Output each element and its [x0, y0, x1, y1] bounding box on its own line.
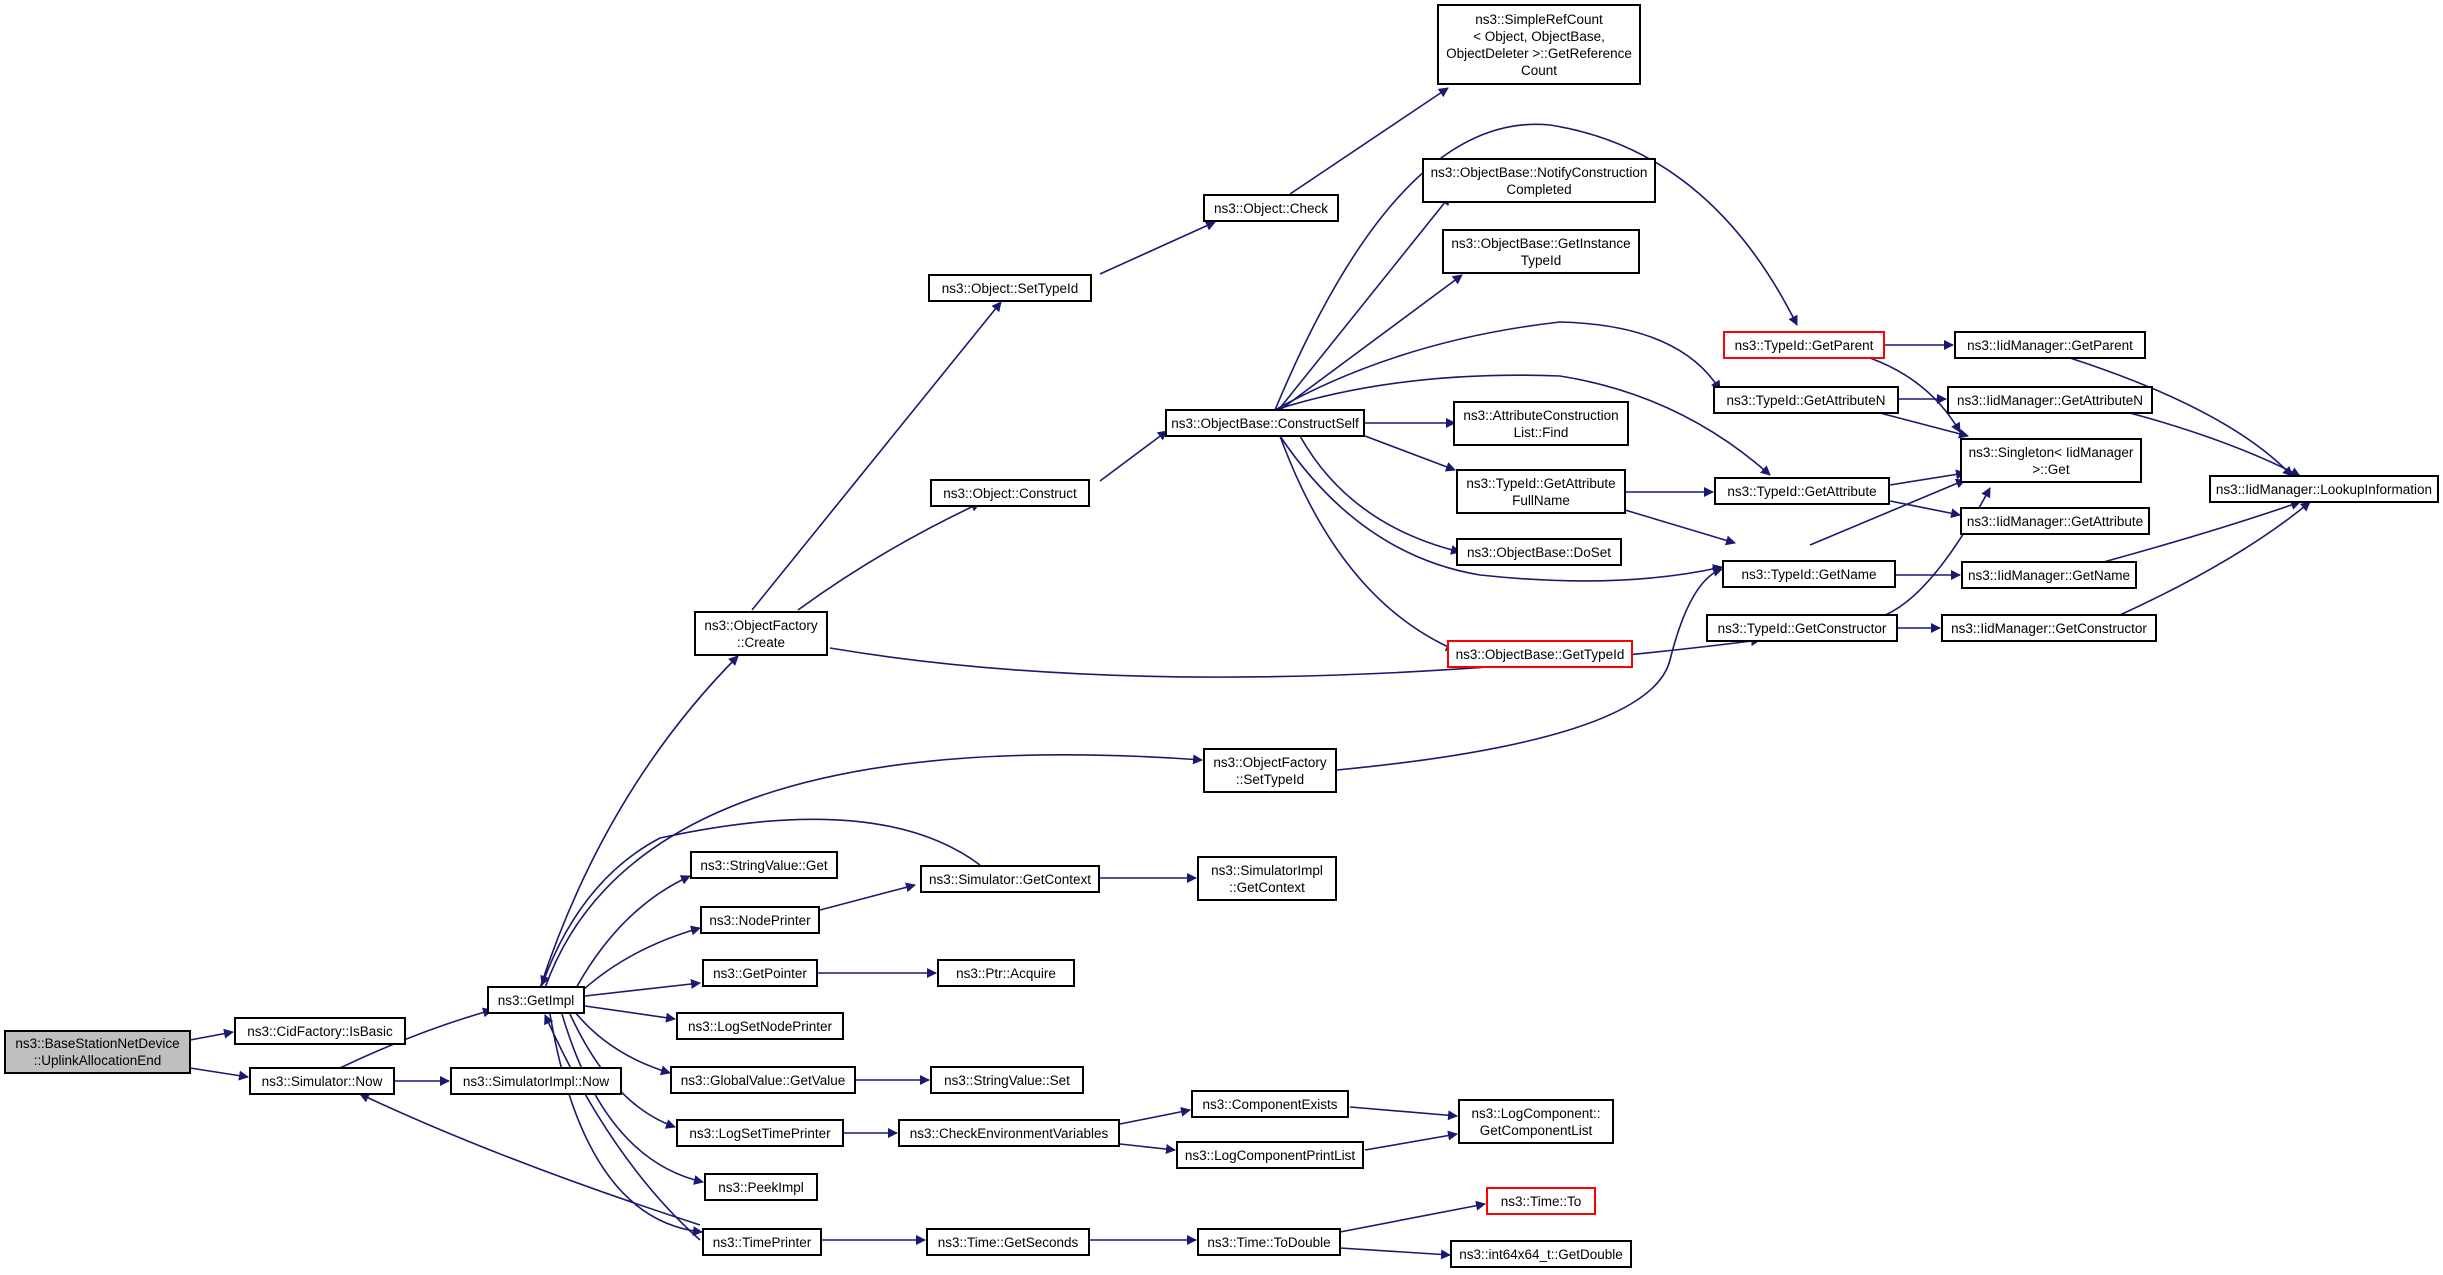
node-sim-getcontext[interactable]: ns3::Simulator::GetContext [920, 865, 1100, 893]
edge-getimpl-gv-getvalue [574, 1011, 671, 1076]
edge-checkenv-logcompprintlist [1119, 1143, 1176, 1154]
edge-tid-getname-singleton-get [1809, 478, 1966, 546]
edge-componentexists-lc-getcomplist [1349, 1106, 1458, 1121]
edge-ob-constructself-tid-getparent [1274, 123, 1798, 411]
node-acl-find[interactable]: ns3::AttributeConstruction List::Find [1453, 401, 1629, 446]
node-ob-notify[interactable]: ns3::ObjectBase::NotifyConstruction Comp… [1422, 158, 1656, 203]
node-stringvalue-get[interactable]: ns3::StringValue::Get [690, 851, 838, 879]
edge-tid-getattrfullname-tid-getname [1624, 509, 1736, 546]
node-componentexists[interactable]: ns3::ComponentExists [1191, 1090, 1349, 1118]
node-peekimpl[interactable]: ns3::PeekImpl [704, 1173, 818, 1201]
edge-ob-constructself-ob-getinstance [1279, 274, 1463, 411]
node-getpointer[interactable]: ns3::GetPointer [702, 959, 818, 987]
node-ob-constructself[interactable]: ns3::ObjectBase::ConstructSelf [1165, 409, 1365, 437]
node-tid-getattrfullname[interactable]: ns3::TypeId::GetAttribute FullName [1456, 469, 1626, 514]
edge-tid-getattributen-singleton-get [1879, 412, 1969, 439]
node-logcompprintlist[interactable]: ns3::LogComponentPrintList [1176, 1141, 1364, 1169]
edge-iid-getparent-iid-lookup [2069, 357, 2293, 477]
edge-ob-constructself-ob-gettypeid [1279, 435, 1456, 651]
node-obj-check[interactable]: ns3::Object::Check [1203, 194, 1339, 222]
edge-ob-constructself-tid-getname [1279, 435, 1723, 582]
node-cid-isbasic[interactable]: ns3::CidFactory::IsBasic [234, 1017, 406, 1045]
edge-tid-getparent-singleton-get [1869, 357, 1961, 433]
edge-getimpl-of-settypeid [544, 754, 1203, 989]
edge-root-sim-now [189, 1067, 249, 1081]
node-time-getseconds[interactable]: ns3::Time::GetSeconds [926, 1228, 1090, 1256]
edge-root-cid-isbasic [189, 1028, 234, 1041]
edge-getimpl-getpointer [584, 979, 701, 997]
node-gv-getvalue[interactable]: ns3::GlobalValue::GetValue [670, 1066, 856, 1094]
edge-ob-constructself-ob-doset [1299, 435, 1461, 555]
node-ob-getinstance[interactable]: ns3::ObjectBase::GetInstance TypeId [1442, 229, 1640, 274]
node-iid-getattribute[interactable]: ns3::IidManager::GetAttribute [1960, 507, 2150, 535]
edge-sim-now-getimpl [339, 1007, 493, 1069]
node-root: ns3::BaseStationNetDevice ::UplinkAlloca… [4, 1030, 191, 1074]
node-time-todouble[interactable]: ns3::Time::ToDouble [1197, 1228, 1341, 1256]
edge-checkenv-componentexists [1119, 1106, 1191, 1125]
node-time-to[interactable]: ns3::Time::To [1486, 1187, 1596, 1215]
edge-getimpl-nodeprinter [582, 925, 701, 991]
edge-iid-getconstructor-iid-lookup [2119, 501, 2311, 616]
edge-ob-constructself-tid-getattrfullname [1364, 435, 1456, 472]
edge-tid-getattribute-singleton-get [1889, 469, 1966, 486]
node-iid-getconstructor[interactable]: ns3::IidManager::GetConstructor [1941, 614, 2157, 642]
edge-obj-construct-ob-constructself [1099, 430, 1168, 482]
edge-timeprinter-sim-now [359, 1093, 701, 1226]
edge-of-settypeid-tid-getname [1336, 567, 1723, 771]
node-iid-lookup[interactable]: ns3::IidManager::LookupInformation [2209, 475, 2439, 503]
node-tid-getconstructor[interactable]: ns3::TypeId::GetConstructor [1706, 614, 1898, 642]
edge-iid-getname-iid-lookup [2099, 500, 2301, 564]
node-iid-getparent[interactable]: ns3::IidManager::GetParent [1954, 331, 2146, 359]
edge-getimpl-logsetnodeprinter [584, 1005, 676, 1023]
edge-obj-settypeid-obj-check [1099, 221, 1216, 275]
node-getimpl[interactable]: ns3::GetImpl [487, 986, 585, 1014]
node-simimpl-now[interactable]: ns3::SimulatorImpl::Now [450, 1067, 622, 1095]
node-ob-doset[interactable]: ns3::ObjectBase::DoSet [1456, 538, 1622, 566]
edge-getimpl-stringvalue-get [574, 875, 691, 991]
node-stringvalue-set[interactable]: ns3::StringValue::Set [930, 1066, 1084, 1094]
node-logsettimeprinter[interactable]: ns3::LogSetTimePrinter [676, 1119, 844, 1147]
node-simimpl-getcontext[interactable]: ns3::SimulatorImpl ::GetContext [1197, 856, 1337, 901]
node-checkenv[interactable]: ns3::CheckEnvironmentVariables [898, 1119, 1120, 1147]
edge-time-todouble-time-to [1339, 1200, 1486, 1233]
node-obj-settypeid[interactable]: ns3::Object::SetTypeId [928, 274, 1092, 302]
node-timeprinter[interactable]: ns3::TimePrinter [702, 1228, 822, 1256]
edge-logcompprintlist-lc-getcomplist [1364, 1130, 1458, 1151]
node-sim-now[interactable]: ns3::Simulator::Now [249, 1067, 395, 1095]
edge-tid-getattribute-iid-getattribute [1889, 500, 1961, 519]
node-int64-getdouble[interactable]: ns3::int64x64_t::GetDouble [1450, 1240, 1632, 1268]
node-obj-construct[interactable]: ns3::Object::Construct [930, 479, 1090, 507]
node-tid-getattribute[interactable]: ns3::TypeId::GetAttribute [1714, 477, 1890, 505]
node-iid-getattributen[interactable]: ns3::IidManager::GetAttributeN [1947, 386, 2153, 414]
node-tid-getname[interactable]: ns3::TypeId::GetName [1722, 560, 1896, 588]
edge-getimpl-peekimpl [561, 1013, 704, 1185]
edge-getimpl-of-create [539, 655, 739, 989]
node-tid-getparent[interactable]: ns3::TypeId::GetParent [1723, 331, 1885, 359]
node-srefcount[interactable]: ns3::SimpleRefCount < Object, ObjectBase… [1437, 4, 1641, 85]
edge-obj-check-srefcount [1289, 87, 1449, 195]
edge-time-todouble-int64-getdouble [1339, 1247, 1451, 1260]
edge-nodeprinter-sim-getcontext [819, 882, 916, 911]
edge-of-create-obj-settypeid [751, 301, 1002, 611]
edge-of-create-obj-construct [797, 502, 981, 611]
node-of-create[interactable]: ns3::ObjectFactory ::Create [694, 611, 828, 656]
node-lc-getcomplist[interactable]: ns3::LogComponent:: GetComponentList [1458, 1099, 1614, 1144]
node-of-settypeid[interactable]: ns3::ObjectFactory ::SetTypeId [1203, 748, 1337, 793]
edge-ob-constructself-ob-notify [1279, 195, 1451, 409]
edge-getimpl-timeprinter [549, 1013, 703, 1237]
edge-iid-getattributen-iid-lookup [2129, 412, 2301, 477]
edge-ob-constructself-tid-getattribute [1274, 374, 1771, 476]
node-nodeprinter[interactable]: ns3::NodePrinter [700, 906, 820, 934]
edge-ob-constructself-tid-getattributen [1274, 321, 1721, 411]
edge-timeprinter-getimpl [544, 1014, 701, 1241]
node-singleton-get[interactable]: ns3::Singleton< IidManager >::Get [1960, 438, 2142, 483]
edge-sim-getcontext-getimpl [540, 818, 981, 986]
node-iid-getname[interactable]: ns3::IidManager::GetName [1961, 561, 2137, 589]
node-logsetnodeprinter[interactable]: ns3::LogSetNodePrinter [676, 1012, 844, 1040]
node-ob-gettypeid[interactable]: ns3::ObjectBase::GetTypeId [1447, 640, 1633, 668]
node-ptr-acquire[interactable]: ns3::Ptr::Acquire [937, 959, 1075, 987]
node-tid-getattributen[interactable]: ns3::TypeId::GetAttributeN [1713, 386, 1899, 414]
